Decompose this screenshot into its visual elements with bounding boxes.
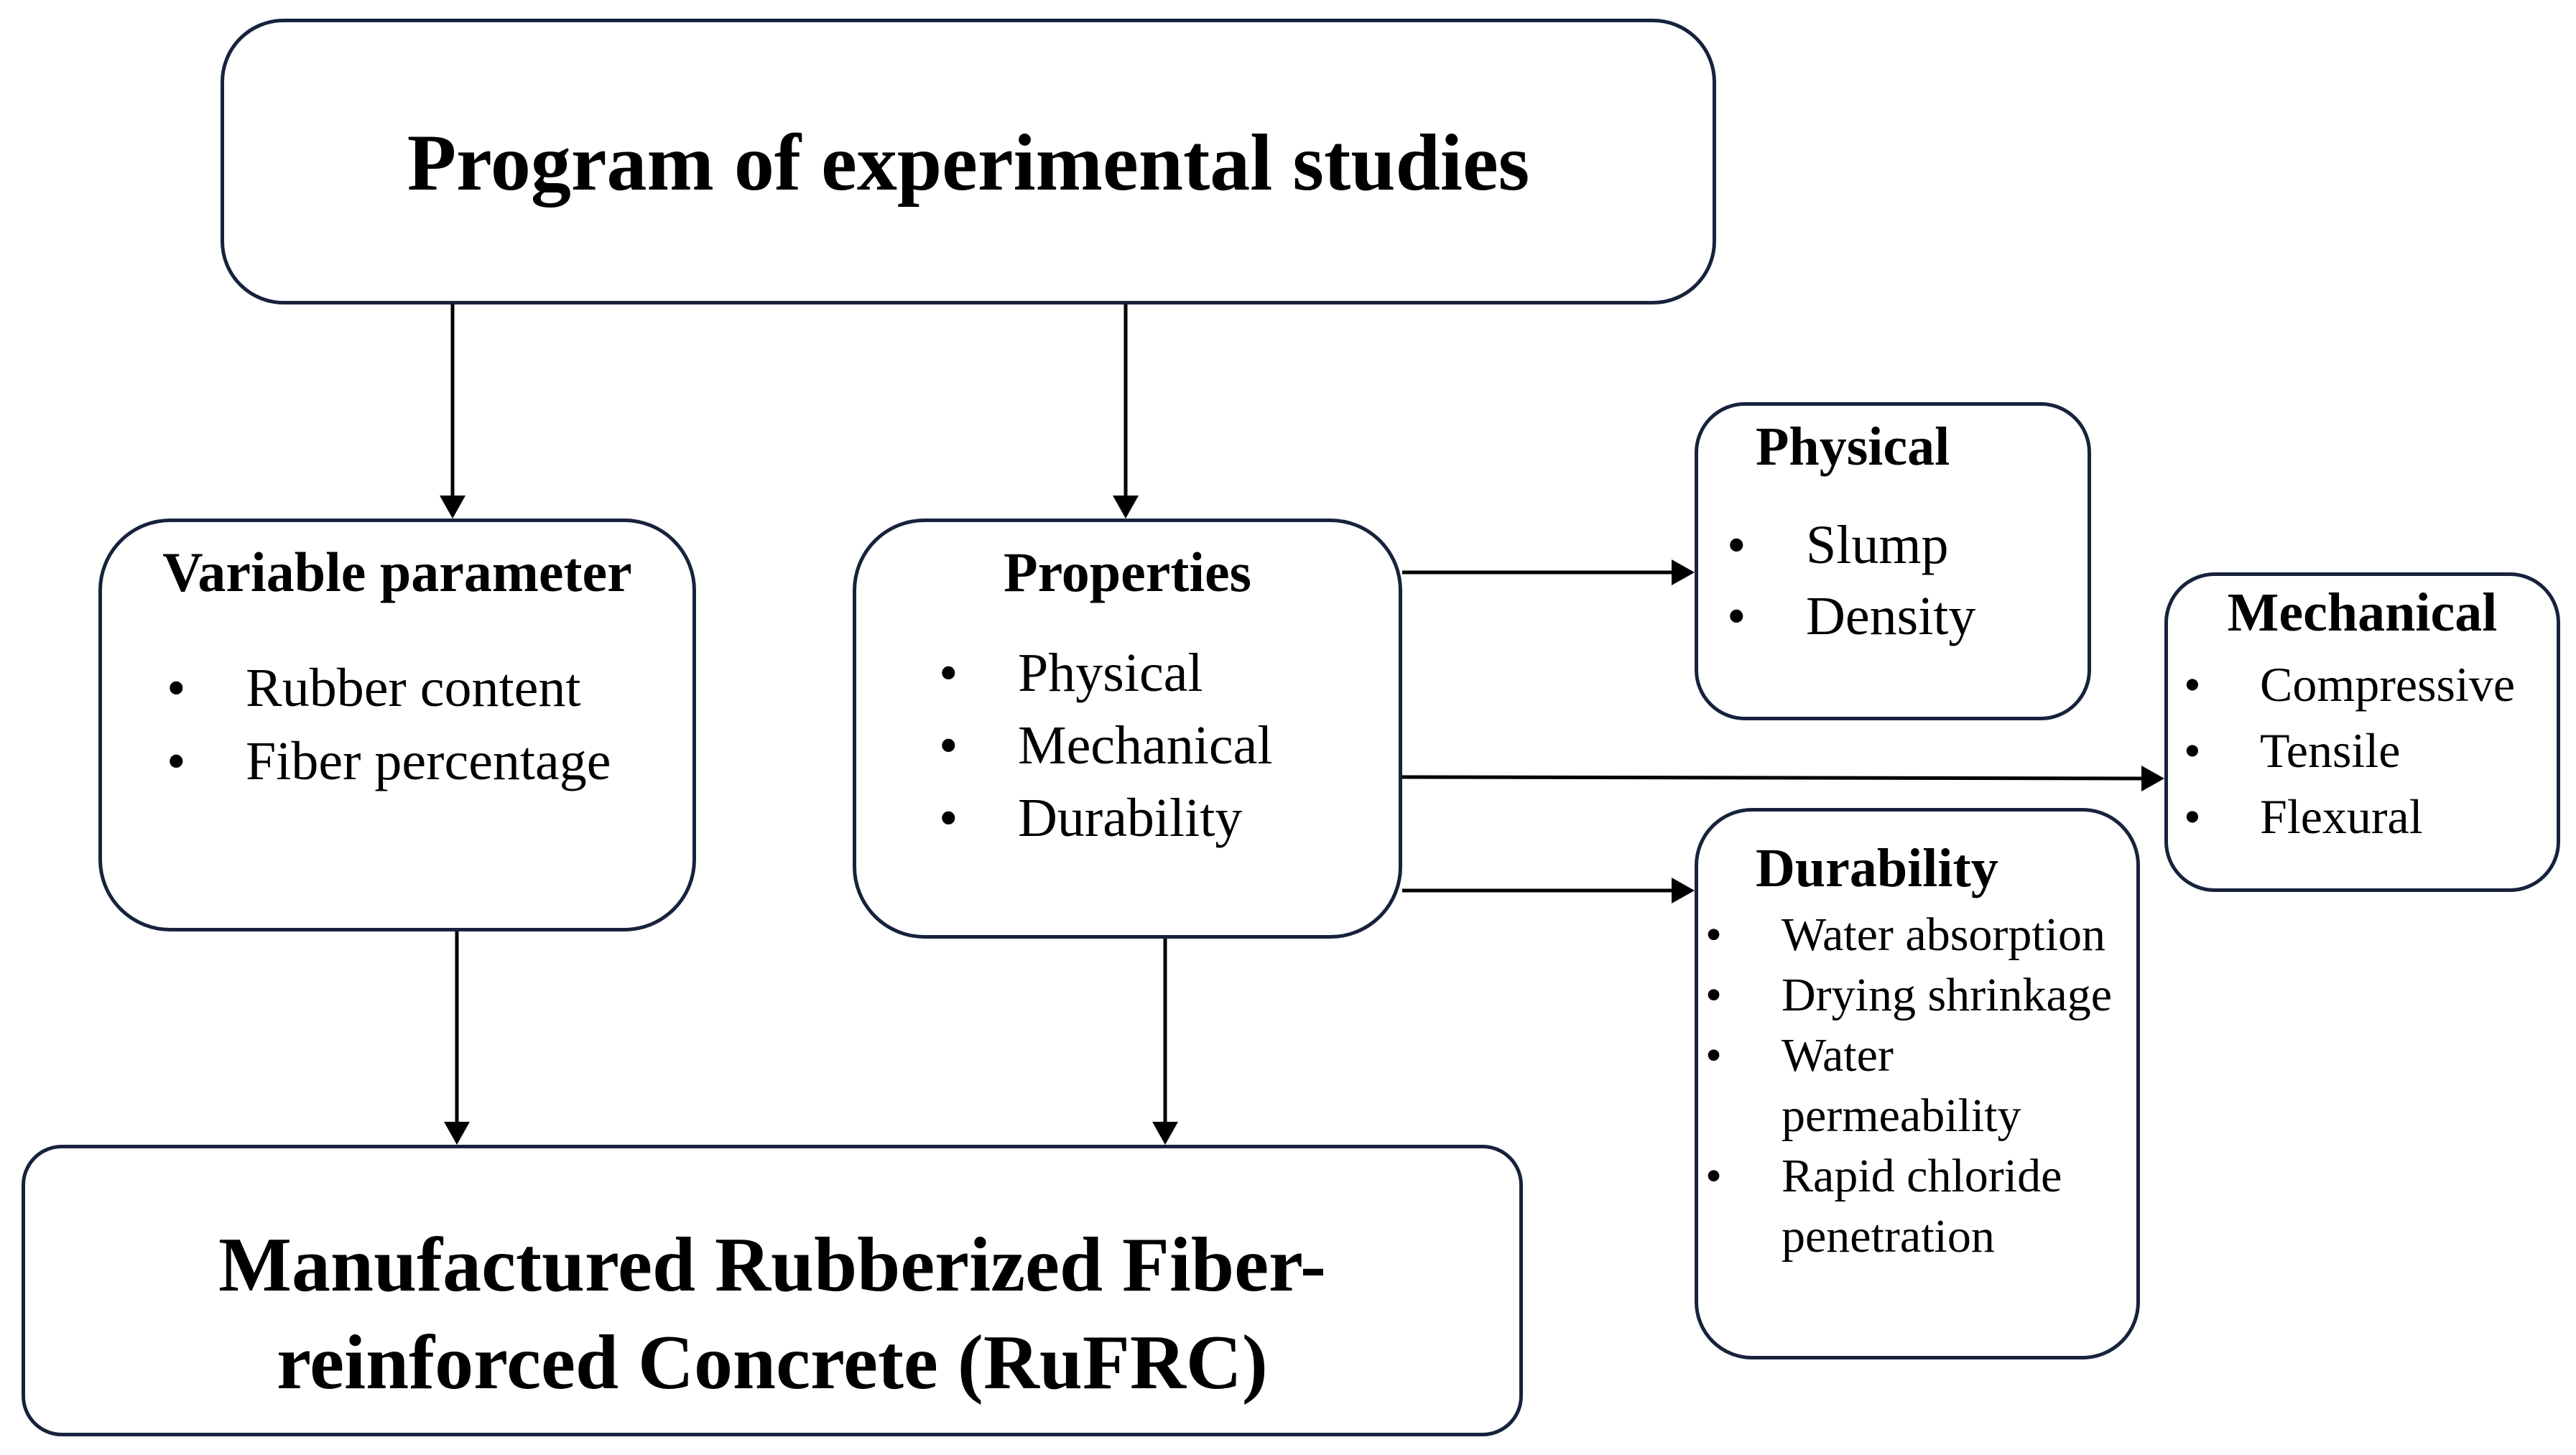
variable-parameter-list: Rubber content Fiber percentage [167,651,611,798]
output-title-line: reinforced Concrete (RuFRC) [277,1320,1268,1405]
list-item: Flexural [2184,784,2515,850]
arrowhead-properties-to-output [1152,1122,1178,1145]
list-item: Compressive [2184,651,2515,717]
list-item: Physical [939,637,1272,710]
program-box: Program of experimental studies [221,19,1716,305]
list-item: Water permeability [1705,1026,2112,1146]
properties-box: Properties Physical Mechanical Durabilit… [853,519,1402,939]
physical-box: Physical Slump Density [1695,402,2091,720]
arrow-properties-to-mechanical [1401,775,2142,781]
output-title-line: Manufactured Rubberized Fiber- [218,1222,1326,1308]
variable-parameter-title: Variable parameter [162,541,632,603]
program-title: Program of experimental studies [407,118,1530,208]
arrowhead-program-to-properties [1113,496,1139,519]
list-item-line: Water [1782,1029,1894,1082]
mechanical-title: Mechanical [2227,582,2498,643]
list-item-line: Water absorption [1782,908,2106,961]
arrowhead-properties-to-durability [1672,878,1695,903]
durability-list: Water absorption Drying shrinkage Water … [1705,905,2112,1267]
list-item: Rapid chloride penetration [1705,1146,2112,1267]
list-item-line: Drying shrinkage [1782,969,2113,1021]
arrowhead-properties-to-physical [1672,559,1695,585]
arrowhead-properties-to-mechanical [2141,766,2164,791]
arrowhead-program-to-variable [440,496,465,519]
list-item: Rubber content [167,651,611,725]
list-item: Drying shrinkage [1705,965,2112,1026]
output-title: Manufactured Rubberized Fiber- reinforce… [25,1217,1519,1412]
list-item: Slump [1727,510,1975,581]
list-item-line: permeability [1782,1089,2021,1142]
list-item: Durability [939,782,1272,855]
list-item: Mechanical [939,710,1272,782]
mechanical-list: Compressive Tensile Flexural [2184,651,2515,850]
properties-list: Physical Mechanical Durability [939,637,1272,855]
arrowhead-variable-to-output [444,1122,470,1145]
properties-title: Properties [1003,541,1252,603]
list-item-line: Rapid chloride [1782,1150,2062,1202]
durability-title: Durability [1756,838,1998,898]
mechanical-box: Mechanical Compressive Tensile Flexural [2164,572,2560,892]
list-item: Water absorption [1705,905,2112,965]
output-box: Manufactured Rubberized Fiber- reinforce… [22,1145,1523,1436]
list-item-line: penetration [1782,1210,1995,1263]
list-item: Tensile [2184,717,2515,784]
physical-title: Physical [1756,417,1950,477]
list-item: Density [1727,581,1975,652]
list-item: Fiber percentage [167,725,611,798]
durability-box: Durability Water absorption Drying shrin… [1695,808,2140,1359]
variable-parameter-box: Variable parameter Rubber content Fiber … [98,519,696,931]
physical-list: Slump Density [1727,510,1975,652]
